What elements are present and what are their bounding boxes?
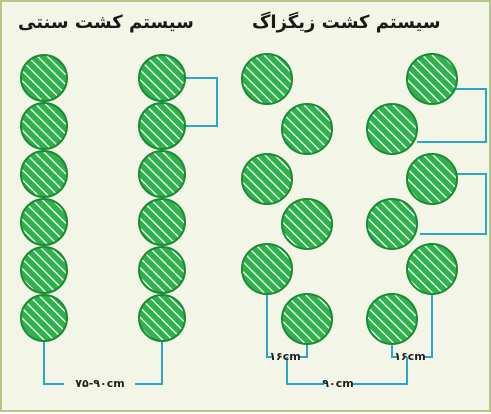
- traditional-system-title: سیستم کشت سنتی: [18, 12, 194, 33]
- traditional-plant-c1-r5: [20, 246, 68, 294]
- zigzag-row-line-left: [286, 357, 324, 385]
- zigzag-right-plant-2: [366, 103, 418, 155]
- zigzag-row-spacing-label: ۹۰cm: [322, 377, 353, 390]
- zigzag-right-plant-3: [406, 153, 458, 205]
- traditional-plant-c2-r4: [138, 198, 186, 246]
- zigzag-left-plant-3: [241, 153, 293, 205]
- zigzag-left-plant-1: [241, 53, 293, 105]
- zigzag-right-spacing-line-b: [423, 269, 433, 358]
- traditional-plant-c1-r1: [20, 54, 68, 102]
- zigzag-left-plant-5: [241, 243, 293, 295]
- zigzag-right-plant-1: [406, 53, 458, 105]
- zigzag-row-line-right: [352, 357, 408, 385]
- dimension-labels: ۷۵-۹۰cm ۱۶cm ۱۶cm ۹۰cm: [75, 350, 425, 390]
- traditional-plant-c2-r6: [138, 294, 186, 342]
- zigzag-right-plant-5: [406, 243, 458, 295]
- traditional-plant-c1-r4: [20, 198, 68, 246]
- zigzag-right-bracket-bottom: [420, 173, 487, 235]
- zigzag-right-bracket-top: [417, 88, 487, 143]
- zigzag-right-plant-4: [366, 198, 418, 250]
- traditional-plant-c2-r5: [138, 246, 186, 294]
- zigzag-right-plant-6: [366, 293, 418, 345]
- zigzag-system-title: سیستم کشت زیگزاگ: [252, 12, 441, 33]
- zigzag-left-spacing-label: ۱۶cm: [269, 350, 300, 363]
- zigzag-left-plant-2: [281, 103, 333, 155]
- traditional-plant-c2-r2: [138, 102, 186, 150]
- traditional-plant-c2-r3: [138, 150, 186, 198]
- traditional-plant-c1-r6: [20, 294, 68, 342]
- traditional-spacing-label: ۷۵-۹۰cm: [75, 377, 124, 390]
- traditional-plant-c2-r1: [138, 54, 186, 102]
- zigzag-left-plant-4: [281, 198, 333, 250]
- zigzag-left-spacing-line-a: [266, 269, 272, 358]
- connector-lines: [43, 77, 487, 385]
- zigzag-right-spacing-label: ۱۶cm: [394, 350, 425, 363]
- plant-circles: [20, 53, 458, 345]
- traditional-spacing-bracket: [177, 77, 218, 127]
- traditional-plant-c1-r2: [20, 102, 68, 150]
- zigzag-left-plant-6: [281, 293, 333, 345]
- traditional-plant-c1-r3: [20, 150, 68, 198]
